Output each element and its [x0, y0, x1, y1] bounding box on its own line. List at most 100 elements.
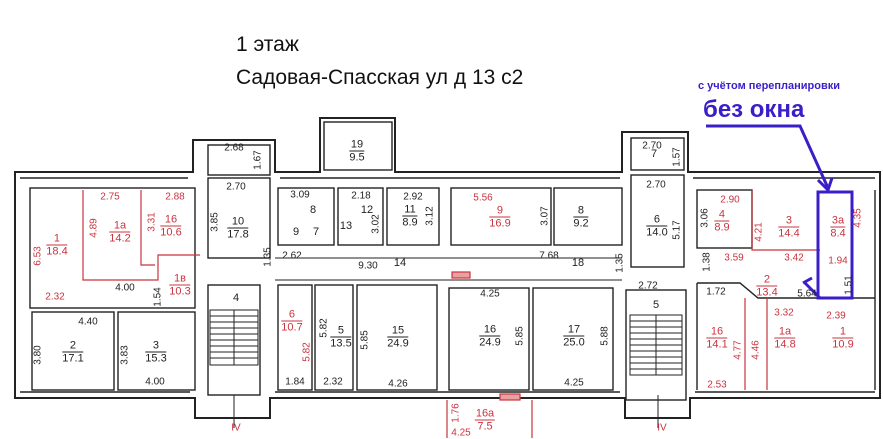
- dimension: 4.77: [732, 340, 744, 360]
- dimension: 2.90: [720, 194, 740, 206]
- dimension: 2.70: [646, 179, 666, 191]
- dimension: 1.57: [671, 147, 683, 167]
- room-label: 12: [360, 204, 374, 216]
- dimension: 3.02: [370, 214, 382, 234]
- dimension: 2.75: [100, 191, 120, 203]
- dimension: 2.32: [323, 376, 343, 388]
- dimension: 1.35: [614, 253, 626, 273]
- dimension: 3.32: [774, 307, 794, 319]
- dimension: 3.80: [32, 345, 44, 365]
- dimension: 1.76: [450, 403, 462, 423]
- axis-marker: IV: [231, 422, 241, 434]
- dimension: 6.53: [32, 246, 44, 266]
- room-label: 13: [339, 220, 353, 232]
- dimension: 3.59: [724, 252, 744, 264]
- dimension: 2.32: [45, 291, 65, 303]
- dimension: 1.54: [152, 287, 164, 307]
- dimension: 1.67: [252, 150, 264, 170]
- axis-marker: IV: [657, 422, 667, 434]
- dimension: 2.72: [638, 280, 658, 292]
- dimension: 2.53: [707, 379, 727, 391]
- room-label: 7: [650, 148, 658, 160]
- dimension: 2.70: [642, 140, 662, 152]
- dimension: 2.70: [226, 181, 246, 193]
- dimension: 4.35: [852, 208, 864, 228]
- dimension: 4.40: [78, 316, 98, 328]
- dimension: 4.21: [753, 222, 765, 242]
- dimension: 4.25: [451, 427, 471, 439]
- dimension: 3.83: [119, 345, 131, 365]
- dimension: 3.07: [539, 206, 551, 226]
- dimension: 3.31: [146, 212, 158, 232]
- dimension: 4.00: [115, 282, 135, 294]
- room-label: 8: [309, 204, 317, 216]
- dimension: 5.88: [599, 326, 611, 346]
- floor-title: 1 этаж: [236, 33, 299, 56]
- annotation-highlight: без окна: [703, 96, 805, 123]
- dimension: 4.00: [145, 376, 165, 388]
- dimension: 2.18: [351, 190, 371, 202]
- room-label: 4: [232, 292, 240, 304]
- dimension: 3.09: [290, 189, 310, 201]
- annotation-note: с учётом перепланировки: [698, 80, 841, 92]
- room-label: 7: [312, 226, 320, 238]
- dimension: 2.39: [826, 310, 846, 322]
- dimension: 3.06: [699, 208, 711, 228]
- dimension: 2.62: [282, 250, 302, 262]
- dimension: 7.68: [539, 250, 559, 262]
- room-label: 18: [571, 257, 585, 269]
- dimension: 2.68: [224, 142, 244, 154]
- dimension: 5.85: [359, 330, 371, 350]
- dimension: 4.46: [750, 340, 762, 360]
- dimension: 1.84: [285, 376, 305, 388]
- dimension: 4.26: [388, 378, 408, 390]
- dimension: 5.82: [301, 342, 313, 362]
- room-label: 14: [393, 257, 407, 269]
- dimension: 1.35: [262, 247, 274, 267]
- dimension: 5.17: [671, 220, 683, 240]
- dimension: 9.30: [358, 260, 378, 272]
- dimension: 3.42: [784, 252, 804, 264]
- dimension: 5.85: [514, 326, 526, 346]
- dimension: 5.56: [473, 192, 493, 204]
- dimension: 1.51: [843, 275, 855, 295]
- dimension: 5.82: [318, 318, 330, 338]
- dimension: 5.64: [797, 288, 817, 300]
- highlight-marker: [706, 124, 854, 300]
- room-label: 5: [652, 299, 660, 311]
- dimension: 3.12: [424, 206, 436, 226]
- dimension: 2.88: [165, 191, 185, 203]
- dimension: 4.89: [88, 218, 100, 238]
- dimension: 1.94: [828, 255, 848, 267]
- dimension: 1.72: [706, 286, 726, 298]
- dimension: 4.25: [480, 288, 500, 300]
- room-label: 9: [292, 226, 300, 238]
- dimension: 3.85: [209, 212, 221, 232]
- dimension: 1.38: [701, 252, 713, 272]
